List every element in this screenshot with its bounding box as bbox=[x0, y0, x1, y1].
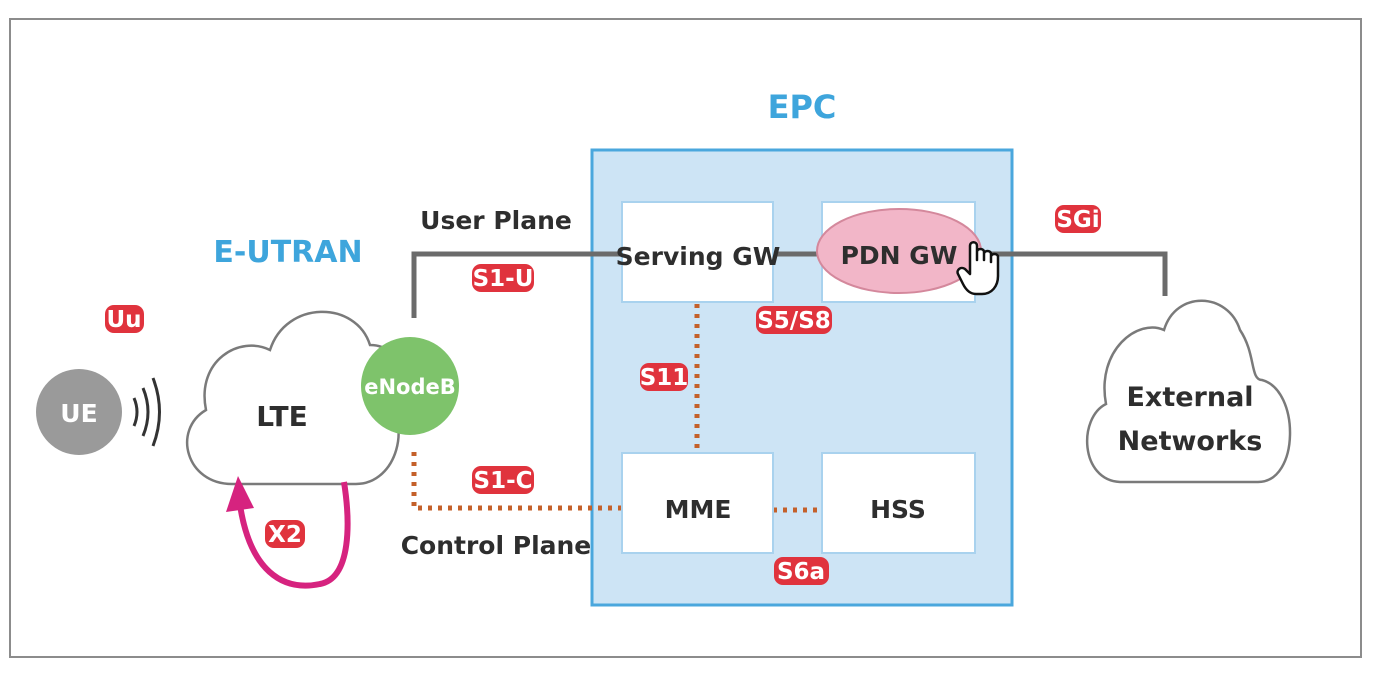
interface-tag-uu: Uu bbox=[105, 305, 144, 333]
svg-text:S1-U: S1-U bbox=[473, 266, 534, 292]
user-plane-link bbox=[411, 251, 622, 318]
external-networks-label-line2: Networks bbox=[1118, 426, 1263, 457]
interface-tag-sgi: SGi bbox=[1055, 205, 1101, 233]
pdn-gw-label: PDN GW bbox=[841, 241, 958, 270]
interface-tag-x2: X2 bbox=[265, 520, 305, 548]
external-networks-cloud: External Networks bbox=[1085, 299, 1292, 484]
interface-tag-s11: S11 bbox=[640, 363, 689, 391]
signal-waves-icon bbox=[132, 377, 161, 447]
svg-text:S11: S11 bbox=[640, 365, 689, 391]
ue-node: UE bbox=[36, 369, 122, 455]
lte-cloud: LTE bbox=[186, 310, 402, 486]
interface-tag-s1u: S1-U bbox=[472, 264, 534, 292]
svg-text:S6a: S6a bbox=[777, 559, 825, 585]
serving-gw-label: Serving GW bbox=[616, 242, 781, 271]
svg-text:S1-C: S1-C bbox=[474, 468, 533, 494]
interface-tag-s5s8: S5/S8 bbox=[756, 306, 832, 334]
control-plane-label: Control Plane bbox=[401, 531, 592, 560]
eutran-title: E-UTRAN bbox=[213, 235, 362, 270]
lte-label: LTE bbox=[256, 400, 307, 433]
svg-text:Uu: Uu bbox=[106, 307, 141, 333]
hss-node: HSS bbox=[821, 452, 976, 554]
svg-text:X2: X2 bbox=[268, 522, 302, 548]
mme-node: MME bbox=[621, 452, 774, 554]
hss-label: HSS bbox=[870, 495, 926, 524]
interface-tag-s6a: S6a bbox=[774, 557, 829, 585]
hand-cursor-icon bbox=[956, 241, 1000, 296]
sgi-link bbox=[985, 251, 1168, 296]
external-networks-label-line1: External bbox=[1126, 382, 1253, 413]
svg-text:SGi: SGi bbox=[1056, 207, 1099, 233]
ue-label: UE bbox=[60, 399, 97, 428]
epc-title: EPC bbox=[768, 88, 837, 126]
svg-text:S5/S8: S5/S8 bbox=[757, 308, 831, 334]
x2-arrow bbox=[226, 476, 351, 589]
enodeb-label: eNodeB bbox=[364, 375, 456, 399]
serving-gw-node: Serving GW bbox=[616, 201, 781, 303]
interface-tag-s1c: S1-C bbox=[472, 466, 534, 494]
enodeb-node: eNodeB bbox=[361, 337, 459, 435]
user-plane-label: User Plane bbox=[420, 206, 572, 235]
mme-label: MME bbox=[665, 495, 732, 524]
pdn-gw-node[interactable]: PDN GW bbox=[816, 201, 982, 303]
